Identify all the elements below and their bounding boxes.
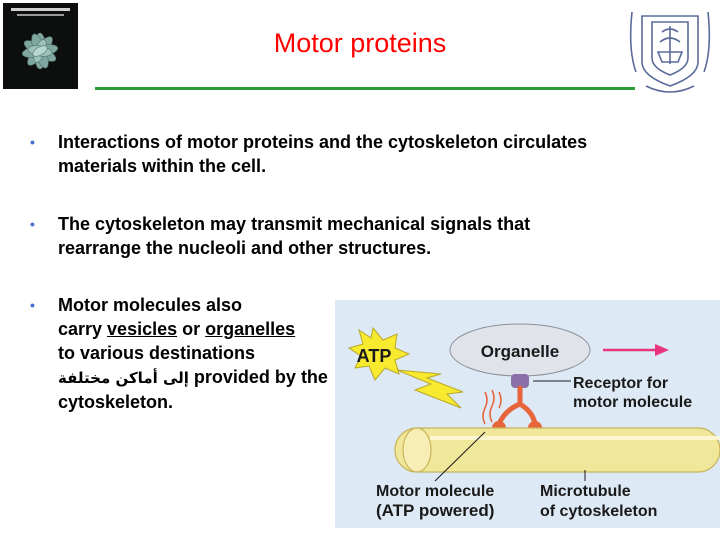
text-fragment: or: [177, 319, 206, 339]
arabic-phrase: إلى أماكن مختلفة: [58, 369, 189, 387]
bullet-3-line-3: to various destinations: [58, 343, 256, 363]
organelles-term: organelles: [205, 319, 296, 339]
receptor-label-line-2: motor molecule: [573, 394, 692, 411]
organelle-label: Organelle: [481, 342, 559, 361]
motor-label-line-1: Motor molecule: [376, 483, 494, 500]
bullet-dot-icon: •: [30, 134, 35, 150]
motor-pointer: [434, 431, 486, 482]
bullet-text-3: Motor molecules also carry vesicles or o…: [58, 293, 358, 414]
arrow-head-icon: [655, 344, 669, 356]
text-fragment: carry: [58, 319, 108, 339]
bullet-3-line-5: cytoskeleton.: [58, 392, 174, 412]
bullet-dot-icon: •: [30, 216, 35, 232]
microtubule-end: [402, 427, 432, 473]
text-fragment: provided by the: [188, 367, 328, 387]
lightning-bolt-icon: [396, 369, 464, 409]
slide-title: Motor proteins: [273, 28, 447, 58]
bullet-text-1: Interactions of motor proteins and the c…: [58, 132, 588, 176]
book-cover-image: [3, 3, 78, 89]
bullet-3-line-2: carry vesicles or organelles: [58, 317, 358, 341]
bullet-3-line-1: Motor molecules also: [58, 295, 243, 315]
energy-strokes: [482, 389, 502, 425]
receptor-label-line-1: Receptor for: [573, 375, 668, 392]
microtubule-label-line-1: Microtubule: [540, 483, 631, 500]
university-logo: [629, 11, 711, 93]
atp-label: ATP: [357, 346, 392, 366]
bullet-text-2: The cytoskeleton may transmit mechanical…: [58, 214, 531, 258]
motor-protein-diagram: Organelle Receptor for motor molecule AT…: [335, 300, 720, 528]
succulent-plant-image: [3, 3, 78, 89]
motor-label-line-2: (ATP powered): [376, 501, 494, 520]
atp-starburst-icon: [347, 326, 411, 381]
bullet-dot-icon: •: [30, 297, 35, 313]
bullet-3-line-4: إلى أماكن مختلفة provided by the: [58, 365, 358, 390]
microtubule-label-line-2: of cytoskeleton: [540, 503, 657, 520]
receptor-shape: [511, 374, 529, 388]
vesicles-term: vesicles: [107, 319, 178, 339]
microtubule-shape: [394, 427, 720, 473]
title-divider: [95, 87, 635, 90]
